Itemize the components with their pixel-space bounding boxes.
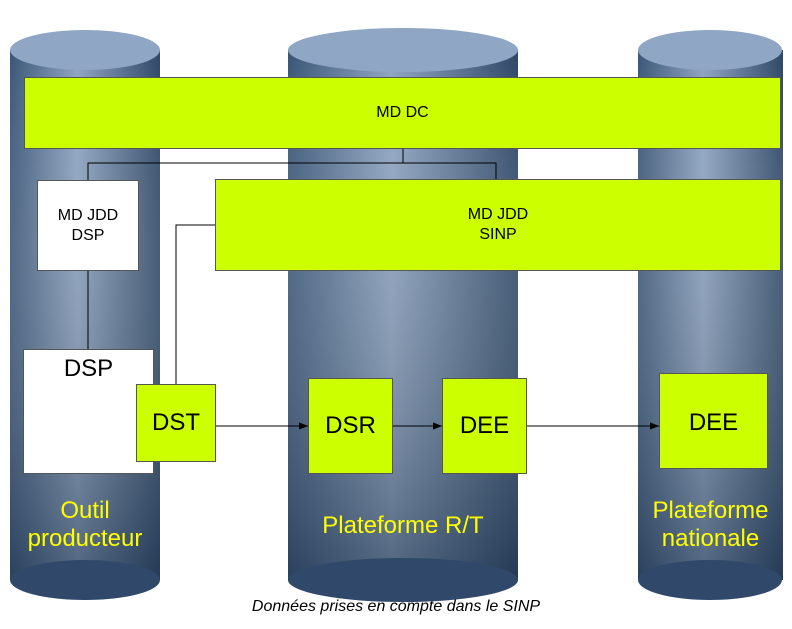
connector-mddc-sinp <box>403 162 497 180</box>
column-label-left: Outil producteur <box>27 497 143 552</box>
dee-middle-label: DEE <box>459 412 510 439</box>
md-jdd-dsp-label: MD JDD DSP <box>57 206 119 244</box>
dee-right-box: DEE <box>659 373 768 469</box>
dsp-label: DSP <box>63 355 114 382</box>
md-jdd-dsp-box: MD JDD DSP <box>37 180 139 271</box>
dee-middle-box: DEE <box>442 378 527 474</box>
connector-dst-sinp <box>175 224 216 384</box>
md-jdd-sinp-label: MD JDD SINP <box>467 206 529 243</box>
connectors <box>87 149 659 430</box>
column-label-middle: Plateforme R/T <box>322 512 484 539</box>
connector-mddc-branch <box>87 149 404 180</box>
md-dc-box: MD DC <box>24 77 781 149</box>
column-label-right: Plateforme nationale <box>652 497 769 552</box>
dst-label: DST <box>152 409 200 436</box>
md-jdd-sinp-box: MD JDD SINP <box>215 179 781 271</box>
dsp-box: DSP <box>23 349 154 474</box>
dsr-label: DSR <box>325 412 376 439</box>
diagram-caption: Données prises en compte dans le SINP <box>251 598 541 615</box>
md-dc-label: MD DC <box>376 104 429 121</box>
dee-right-label: DEE <box>688 409 739 436</box>
dsr-box: DSR <box>308 378 393 474</box>
dst-box: DST <box>136 384 216 462</box>
